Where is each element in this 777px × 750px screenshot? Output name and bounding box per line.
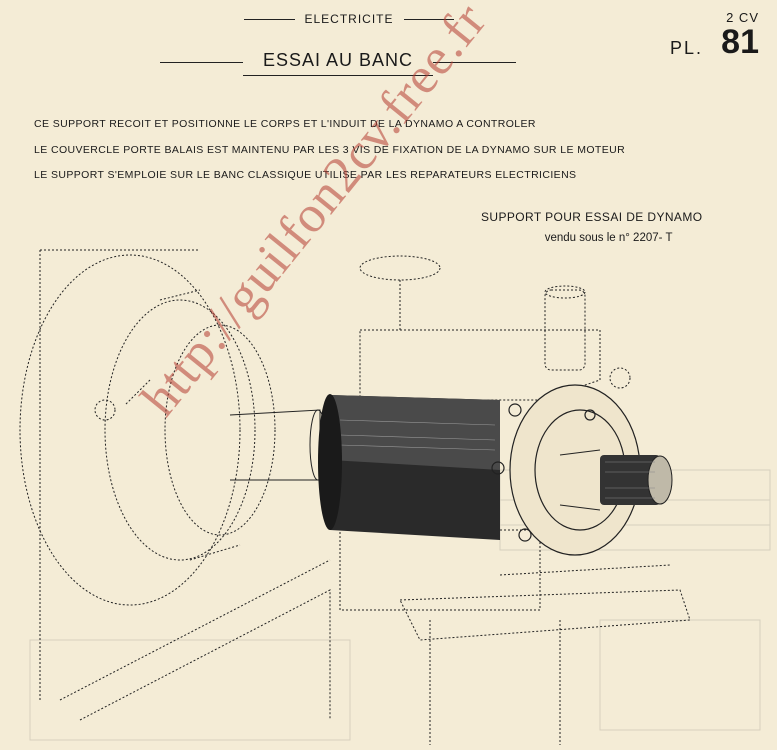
drive-shaft xyxy=(229,409,327,481)
category-header: ELECTRICITE xyxy=(244,12,455,26)
plate-reference: 2 CV 81 xyxy=(721,10,759,59)
category-label: ELECTRICITE xyxy=(304,12,394,26)
description-block: CE SUPPORT RECOIT ET POSITIONNE LE CORPS… xyxy=(34,118,654,195)
caption-title: SUPPORT POUR ESSAI DE DYNAMO xyxy=(481,210,703,224)
title-rule-left xyxy=(160,61,243,63)
plate-number: 81 xyxy=(721,23,759,61)
category-rule-left xyxy=(244,18,295,20)
model-label: 2 CV xyxy=(726,10,759,25)
description-line: LE COUVERCLE PORTE BALAIS EST MAINTENU P… xyxy=(34,143,626,156)
armature-nut xyxy=(559,449,673,511)
bench-rails xyxy=(339,529,691,745)
dynamo-body xyxy=(318,394,500,540)
page-title: ESSAI AU BANC xyxy=(242,48,434,76)
caption-subtitle: vendu sous le n° 2207- T xyxy=(544,232,673,244)
brush-cover xyxy=(491,384,641,556)
title-rule-right xyxy=(433,61,516,63)
category-rule-right xyxy=(403,18,455,20)
bench-chuck xyxy=(19,249,331,721)
figure-caption: SUPPORT POUR ESSAI DE DYNAMO vendu sous … xyxy=(481,210,702,244)
description-line: LE SUPPORT S'EMPLOIE SUR LE BANC CLASSIQ… xyxy=(34,169,577,181)
description-line: CE SUPPORT RECOIT ET POSITIONNE LE CORPS… xyxy=(34,118,536,130)
plate-label: PL. xyxy=(670,38,704,58)
title-row: ESSAI AU BANC xyxy=(160,48,516,76)
support-bracket xyxy=(359,255,631,401)
